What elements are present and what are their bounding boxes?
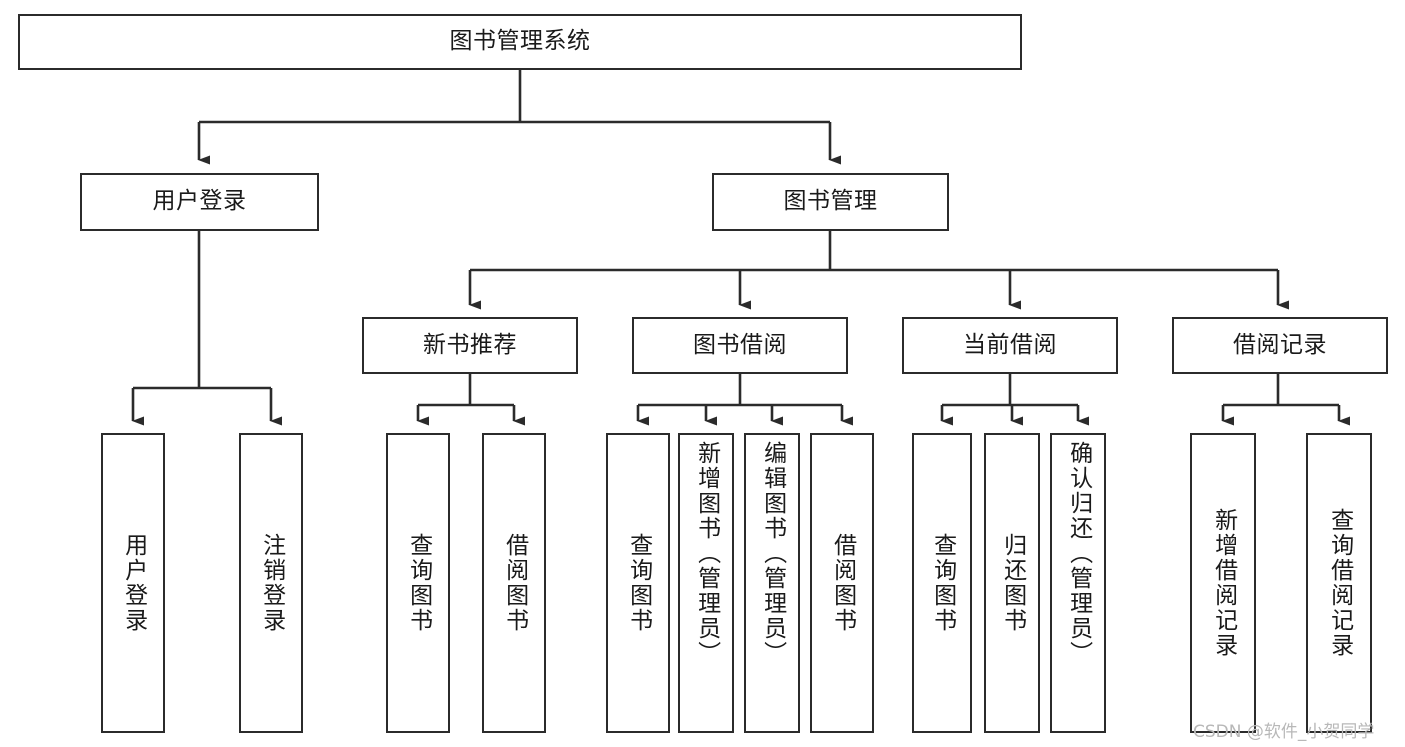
leaf-query-book-current-label: 查询图书: [929, 533, 956, 633]
leaf-confirm-return-admin-label: 确认归还（管理员）: [1065, 441, 1092, 666]
leaf-query-borrow-record[interactable]: 查询借阅记录: [1306, 433, 1372, 733]
leaf-add-book-admin-label: 新增图书（管理员）: [693, 441, 720, 666]
leaf-borrow-book-recommend[interactable]: 借阅图书: [482, 433, 546, 733]
node-book-management-label: 图书管理: [783, 188, 878, 215]
leaf-add-borrow-record[interactable]: 新增借阅记录: [1190, 433, 1256, 733]
leaf-logout-label: 注销登录: [258, 533, 285, 633]
node-borrow-record[interactable]: 借阅记录: [1172, 317, 1388, 374]
csdn-watermark: CSDN @软件_小贺同学: [1193, 722, 1375, 742]
node-new-book-recommend[interactable]: 新书推荐: [362, 317, 578, 374]
leaf-user-login-label: 用户登录: [120, 533, 147, 633]
node-new-book-recommend-label: 新书推荐: [423, 331, 517, 358]
node-root[interactable]: 图书管理系统: [18, 14, 1022, 70]
leaf-add-book-admin[interactable]: 新增图书（管理员）: [678, 433, 734, 733]
leaf-borrow-book-recommend-label: 借阅图书: [501, 533, 528, 633]
leaf-borrow-book[interactable]: 借阅图书: [810, 433, 874, 733]
node-user-login-label: 用户登录: [152, 188, 247, 215]
node-book-borrow-label: 图书借阅: [693, 331, 787, 358]
leaf-query-book-recommend[interactable]: 查询图书: [386, 433, 450, 733]
leaf-query-book-borrow-label: 查询图书: [625, 533, 652, 633]
node-book-borrow[interactable]: 图书借阅: [632, 317, 848, 374]
leaf-borrow-book-label: 借阅图书: [829, 533, 856, 633]
leaf-confirm-return-admin[interactable]: 确认归还（管理员）: [1050, 433, 1106, 733]
node-current-borrow[interactable]: 当前借阅: [902, 317, 1118, 374]
leaf-edit-book-admin[interactable]: 编辑图书（管理员）: [744, 433, 800, 733]
node-borrow-record-label: 借阅记录: [1233, 331, 1327, 358]
node-user-login[interactable]: 用户登录: [80, 173, 319, 231]
leaf-query-book-borrow[interactable]: 查询图书: [606, 433, 670, 733]
leaf-edit-book-admin-label: 编辑图书（管理员）: [759, 441, 786, 666]
leaf-user-login[interactable]: 用户登录: [101, 433, 165, 733]
leaf-add-borrow-record-label: 新增借阅记录: [1210, 508, 1237, 658]
node-current-borrow-label: 当前借阅: [963, 331, 1057, 358]
node-book-management[interactable]: 图书管理: [712, 173, 949, 231]
node-root-label: 图书管理系统: [449, 28, 591, 55]
leaf-return-book-label: 归还图书: [999, 533, 1026, 633]
leaf-query-borrow-record-label: 查询借阅记录: [1326, 508, 1353, 658]
leaf-query-book-recommend-label: 查询图书: [405, 533, 432, 633]
leaf-query-book-current[interactable]: 查询图书: [912, 433, 972, 733]
leaf-return-book[interactable]: 归还图书: [984, 433, 1040, 733]
leaf-logout[interactable]: 注销登录: [239, 433, 303, 733]
